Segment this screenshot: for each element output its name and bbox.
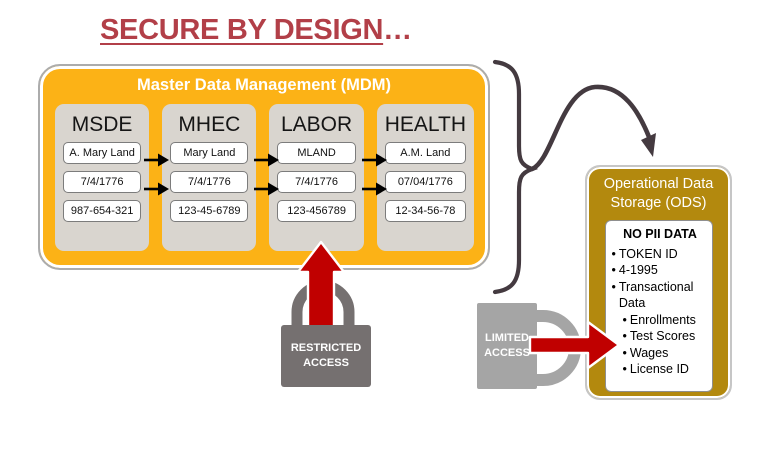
page-title-text: SECURE BY DESIGN xyxy=(100,14,384,46)
column-title: MHEC xyxy=(178,113,241,136)
column-title: LABOR xyxy=(280,113,353,136)
data-field: 12-34-56-78 xyxy=(384,200,466,222)
list-item-label: Test Scores xyxy=(629,329,696,344)
data-field: 7/4/1776 xyxy=(63,171,142,193)
list-item-label: Enrollments xyxy=(629,312,696,327)
data-field: 7/4/1776 xyxy=(277,171,356,193)
data-field: 07/04/1776 xyxy=(384,171,466,193)
data-field: MLAND xyxy=(277,142,356,164)
right-arrow-icon xyxy=(528,320,621,370)
list-item-label: License ID xyxy=(629,362,689,377)
list-item-label: Wages xyxy=(629,345,669,360)
lock-body xyxy=(477,303,537,389)
limited-lock-icon xyxy=(477,303,621,389)
ods-panel-heading: NO PII DATA xyxy=(623,226,697,241)
mdm-title: Master Data Management (MDM) xyxy=(137,76,391,94)
restricted-access-label: RESTRICTED ACCESS xyxy=(281,325,371,387)
ods-title-line1: Operational Data xyxy=(603,176,714,192)
right-arrow-icon xyxy=(254,182,279,196)
restricted-access-line2: ACCESS xyxy=(303,357,349,369)
ods-box: Operational Data Storage (ODS) NO PII DA… xyxy=(585,165,732,400)
right-arrow-icon xyxy=(362,182,387,196)
list-item: •TOKEN ID xyxy=(612,246,709,263)
data-field: 7/4/1776 xyxy=(170,171,249,193)
mdm-column-labor: LABOR MLAND 7/4/1776 123-456789 xyxy=(269,104,364,251)
bullet-icon: • xyxy=(622,329,627,344)
column-title: HEALTH xyxy=(384,113,466,136)
swoop-arrowhead-icon xyxy=(641,133,656,157)
data-field: 123-456789 xyxy=(277,200,356,222)
list-item-label: Transactional Data xyxy=(618,279,694,311)
mdm-column-mhec: MHEC Mary Land 7/4/1776 123-45-6789 xyxy=(162,104,257,251)
bullet-icon: • xyxy=(622,345,627,360)
limited-access-line1: LIMITED xyxy=(485,332,529,345)
bullet-icon: • xyxy=(611,279,616,294)
list-item: •Transactional Data xyxy=(612,279,709,312)
list-item: •Wages xyxy=(623,345,709,362)
ods-panel: NO PII DATA •TOKEN ID •4-1995 •Transacti… xyxy=(604,219,713,392)
data-field: 987-654-321 xyxy=(63,200,142,222)
list-item-label: TOKEN ID xyxy=(618,246,678,261)
list-item: •4-1995 xyxy=(612,262,709,279)
limited-access-label: LIMITED ACCESS xyxy=(477,303,537,389)
limited-access-line2: ACCESS xyxy=(484,347,530,359)
column-title: MSDE xyxy=(71,113,133,136)
mdm-column-msde: MSDE A. Mary Land 7/4/1776 987-654-321 xyxy=(55,104,150,251)
data-field: A.M. Land xyxy=(384,142,466,164)
data-field: A. Mary Land xyxy=(63,142,142,164)
mdm-columns: MSDE A. Mary Land 7/4/1776 987-654-321 M… xyxy=(55,104,474,251)
restricted-lock-icon xyxy=(281,240,371,387)
right-arrow-icon xyxy=(144,182,169,196)
restricted-access-line1: RESTRICTED xyxy=(290,342,362,355)
list-item: •Test Scores xyxy=(623,328,709,345)
list-item: •License ID xyxy=(623,361,709,378)
page-title: SECURE BY DESIGN… xyxy=(100,14,412,47)
bullet-icon: • xyxy=(622,362,627,377)
right-arrow-icon xyxy=(254,153,279,167)
list-item-label: 4-1995 xyxy=(618,263,658,278)
list-item: •Enrollments xyxy=(623,312,709,329)
bullet-icon: • xyxy=(611,263,616,278)
bullet-icon: • xyxy=(622,312,627,327)
data-field: 123-45-6789 xyxy=(170,200,249,222)
bullet-icon: • xyxy=(611,246,616,261)
page-title-ellipsis: … xyxy=(383,14,412,46)
brace-and-flow-arrow-icon xyxy=(492,59,656,295)
ods-title: Operational Data Storage (ODS) xyxy=(587,175,730,213)
curly-brace-icon xyxy=(492,59,539,295)
swoop-arrow-line xyxy=(529,84,652,172)
mdm-column-health: HEALTH A.M. Land 07/04/1776 12-34-56-78 xyxy=(376,104,474,251)
mdm-box: Master Data Management (MDM) MSDE A. Mar… xyxy=(38,64,490,270)
lock-body xyxy=(281,325,371,387)
right-arrow-icon xyxy=(144,153,169,167)
right-arrow-icon xyxy=(362,153,387,167)
ods-title-line2: Storage (ODS) xyxy=(610,194,707,211)
data-field: Mary Land xyxy=(170,142,249,164)
